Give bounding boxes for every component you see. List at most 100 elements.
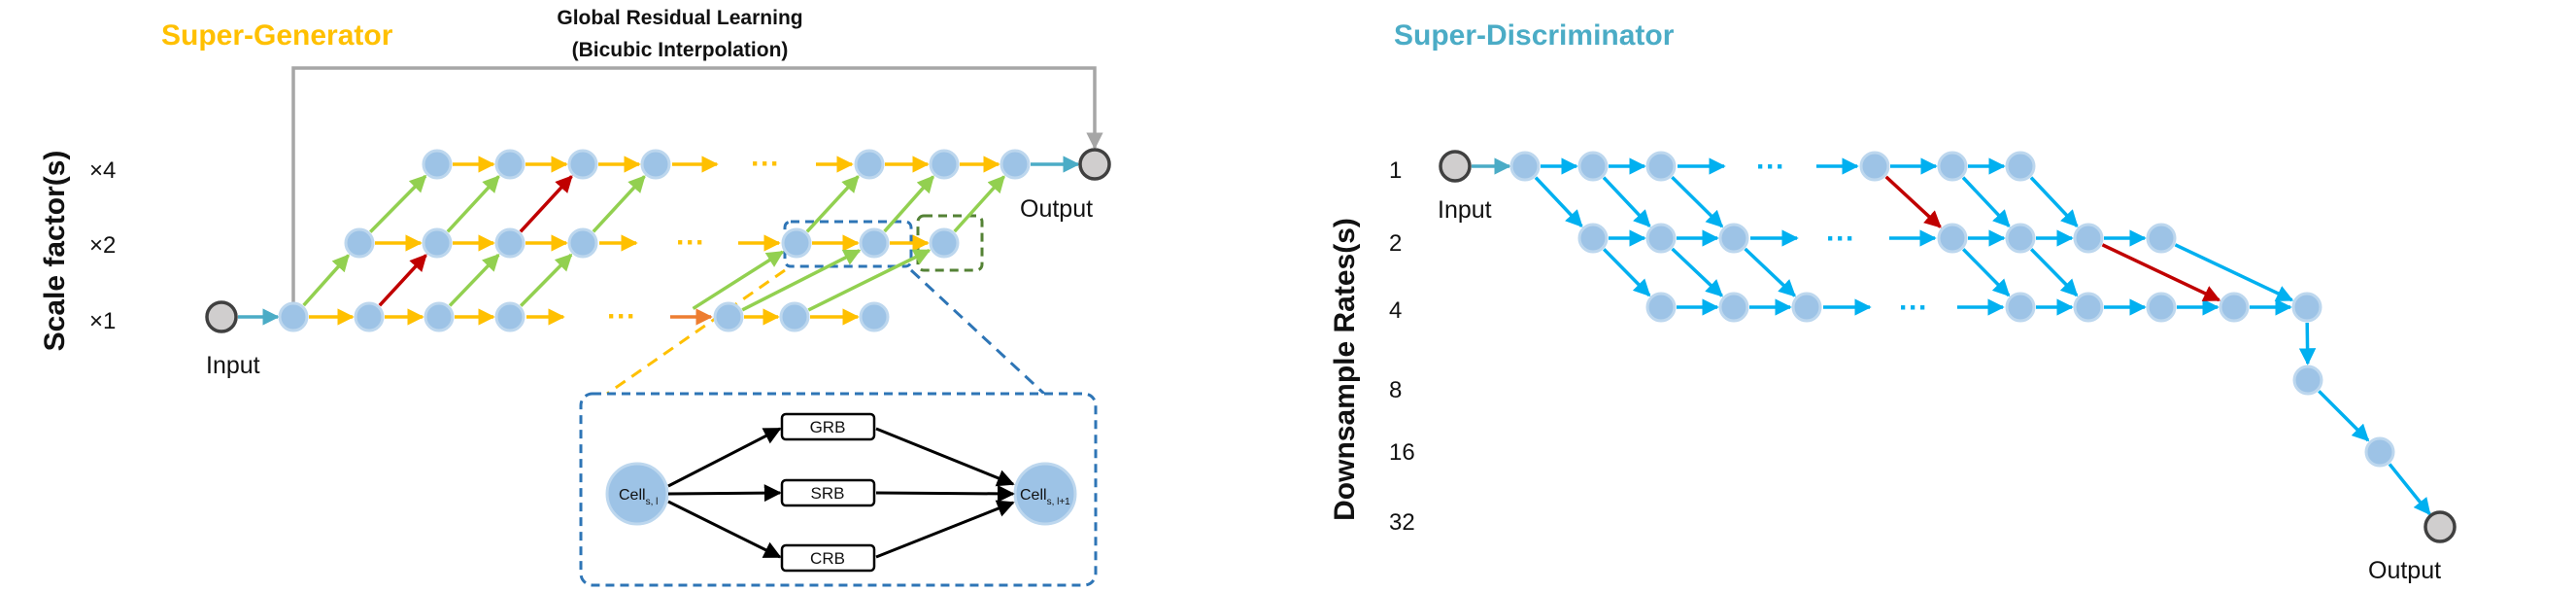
gen-up-x1-2 bbox=[378, 254, 427, 307]
rate-label-2: 2 bbox=[1389, 230, 1402, 257]
disc-down-2-3 bbox=[1744, 247, 1796, 297]
generator-output-label: Output bbox=[1020, 195, 1093, 223]
gen-ellipsis-x4: ··· bbox=[751, 148, 780, 180]
disc-cell-r16 bbox=[2364, 436, 2395, 468]
generator-y-axis-label: Scale factor(s) bbox=[39, 151, 71, 352]
disc-cell-r4-3 bbox=[1791, 292, 1822, 323]
disc-cell-r1-3 bbox=[1645, 151, 1677, 182]
residual-label-line2: (Bicubic Interpolation) bbox=[572, 39, 789, 61]
generator-input-label: Input bbox=[206, 352, 260, 379]
global-residual-path bbox=[291, 66, 1103, 311]
gen-cell-x4-7 bbox=[1000, 149, 1031, 180]
rate-label-16: 16 bbox=[1389, 439, 1415, 466]
gen-up-x1-7 bbox=[807, 248, 932, 312]
gen-cell-x1-7 bbox=[859, 301, 890, 332]
cell-output-label: Cells, l+1 bbox=[1020, 487, 1070, 507]
srb-block bbox=[780, 478, 876, 507]
disc-down-1-2 bbox=[1602, 176, 1651, 227]
gen-up-x2-2 bbox=[446, 175, 500, 233]
residual-label-line1: Global Residual Learning bbox=[557, 7, 802, 29]
disc-down-1-3 bbox=[1671, 175, 1724, 228]
cell-input-label: Cells, l bbox=[619, 487, 658, 507]
disc-cell-r4-1 bbox=[1645, 292, 1677, 323]
crb-block-label: CRB bbox=[810, 549, 845, 568]
discriminator-input-node bbox=[1439, 150, 1472, 183]
discriminator-output-label: Output bbox=[2368, 557, 2441, 584]
srb-block-label: SRB bbox=[811, 484, 845, 503]
gen-cell-x4-5 bbox=[854, 149, 885, 180]
gen-cell-x4-2 bbox=[494, 149, 525, 180]
discriminator-input-label: Input bbox=[1438, 196, 1492, 224]
gen-ellipsis-x1: ··· bbox=[607, 300, 636, 332]
gen-up-x1-4 bbox=[519, 253, 573, 307]
generator-input-node bbox=[205, 300, 238, 333]
generator-output-node bbox=[1078, 148, 1111, 181]
disc-cell-r2-7 bbox=[2146, 223, 2177, 254]
gen-up-x2-7 bbox=[953, 175, 1005, 233]
disc-ellipsis-r1: ··· bbox=[1756, 151, 1785, 183]
rate-label-32: 32 bbox=[1389, 509, 1415, 536]
disc-cell-r2-5 bbox=[2005, 223, 2036, 254]
crb-block bbox=[780, 543, 876, 573]
grb-block bbox=[780, 412, 876, 441]
cell-arrow-in-grb bbox=[667, 427, 782, 488]
gen-cell-x1-5 bbox=[713, 301, 744, 332]
disc-cell-r2-3 bbox=[1718, 223, 1749, 254]
gen-up-x1-3 bbox=[448, 253, 500, 307]
edge-layer bbox=[238, 156, 2431, 516]
gen-ellipsis-x2: ··· bbox=[676, 226, 705, 259]
gen-cell-x4-1 bbox=[422, 149, 453, 180]
generator-title: Super-Generator bbox=[161, 19, 393, 52]
gen-cell-x2-6 bbox=[859, 227, 890, 259]
gen-cell-x2-7 bbox=[929, 227, 960, 259]
gen-cell-x1-3 bbox=[424, 301, 455, 332]
disc-cell-r1-1 bbox=[1509, 151, 1541, 182]
gen-cell-x2-2 bbox=[422, 227, 453, 259]
disc-cell-r2-6 bbox=[2073, 223, 2104, 254]
disc-cell-r1-6 bbox=[2005, 151, 2036, 182]
disc-down-8-16 bbox=[2318, 390, 2370, 442]
cell-output-node bbox=[1013, 462, 1077, 526]
gen-cell-x2-1 bbox=[344, 227, 375, 259]
rate-label-4: 4 bbox=[1389, 297, 1402, 324]
disc-cell-r1-2 bbox=[1577, 151, 1609, 182]
disc-down-2-6 bbox=[2101, 243, 2221, 302]
disc-cell-r4-2 bbox=[1718, 292, 1749, 323]
disc-ellipsis-r4: ··· bbox=[1899, 292, 1928, 324]
gen-cell-x2-4 bbox=[567, 227, 598, 259]
ellipsis-layer: ··· ··· ··· ··· ··· ··· bbox=[607, 148, 1928, 332]
disc-down-1-4 bbox=[1884, 175, 1942, 228]
disc-down-16-32 bbox=[2388, 463, 2431, 516]
disc-down-2-1 bbox=[1602, 248, 1651, 297]
disc-cell-r2-2 bbox=[1645, 223, 1677, 254]
disc-cell-r1-5 bbox=[1937, 151, 1968, 182]
disc-cell-r4-5 bbox=[2073, 292, 2104, 323]
disc-cell-r2-4 bbox=[1937, 223, 1968, 254]
grb-block-label: GRB bbox=[810, 418, 846, 436]
disc-cell-r2-1 bbox=[1577, 223, 1609, 254]
gen-cell-x1-1 bbox=[278, 301, 309, 332]
discriminator-y-axis-label: Downsample Rates(s) bbox=[1329, 218, 1361, 521]
gen-cell-x1-2 bbox=[354, 301, 385, 332]
disc-down-1-5 bbox=[1961, 176, 2011, 227]
rate-label-1: 1 bbox=[1389, 157, 1402, 184]
gen-up-x2-5 bbox=[805, 175, 860, 233]
cell-arrow-in-crb bbox=[667, 500, 782, 559]
cell-detail-panel: Cells, l Cells, l+1 GRB SRB CRB bbox=[579, 392, 1098, 587]
disc-cell-r4-7 bbox=[2219, 292, 2250, 323]
scale-label-x4: ×4 bbox=[89, 157, 116, 184]
gen-up-x1-5 bbox=[692, 250, 785, 310]
gen-up-x2-4 bbox=[592, 175, 646, 233]
zoom-box-blue bbox=[783, 220, 913, 268]
disc-down-2-2 bbox=[1671, 247, 1723, 297]
disc-cell-r4-8 bbox=[2291, 292, 2322, 323]
discriminator-output-node bbox=[2423, 510, 2457, 543]
gen-up-x2-6 bbox=[883, 175, 935, 233]
disc-down-2-5 bbox=[2029, 248, 2079, 297]
disc-ellipsis-r2: ··· bbox=[1826, 223, 1855, 255]
disc-cell-r1-4 bbox=[1859, 151, 1890, 182]
discriminator-title: Super-Discriminator bbox=[1394, 19, 1675, 52]
gen-cell-x4-4 bbox=[640, 149, 671, 180]
cell-arrow-grb-out bbox=[875, 427, 1015, 487]
